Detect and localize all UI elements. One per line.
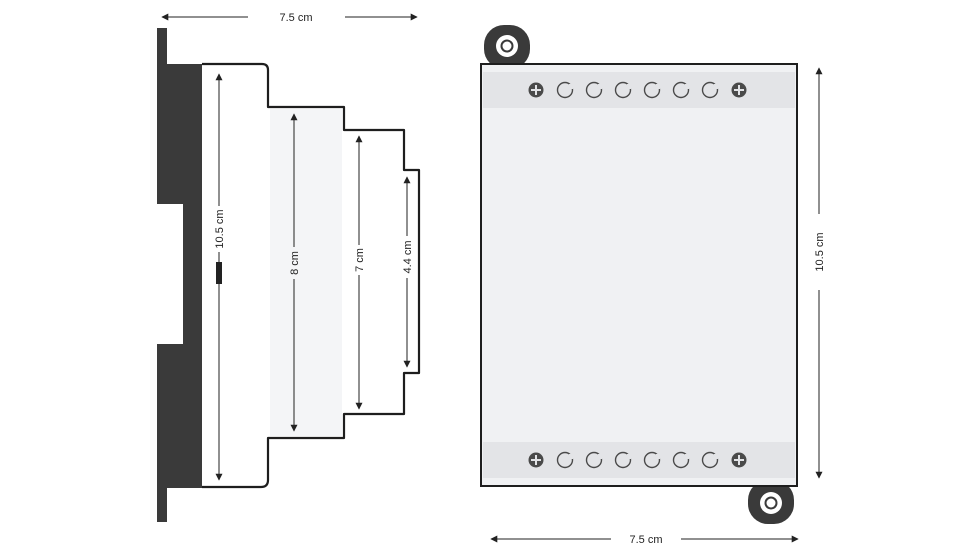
step-4.4cm-label: 4.4 cm	[402, 240, 414, 273]
terminal-screw-icon	[731, 452, 747, 468]
terminal-socket-icon	[643, 81, 661, 99]
terminal-screw-icon	[731, 82, 747, 98]
side-height-label: 10.5 cm	[214, 209, 226, 248]
terminal-socket-icon	[585, 81, 603, 99]
side-width-label: 7.5 cm	[279, 12, 312, 24]
mount-ear-top	[484, 25, 530, 69]
terminal-socket-icon	[672, 81, 690, 99]
terminal-row-bottom	[528, 451, 747, 469]
terminal-socket-icon	[643, 451, 661, 469]
terminal-screw-icon	[528, 452, 544, 468]
terminal-screw-icon	[528, 82, 544, 98]
terminal-row-top	[528, 81, 747, 99]
terminal-socket-icon	[556, 451, 574, 469]
front-panel	[480, 63, 798, 487]
front-height-label: 10.5 cm	[814, 232, 826, 271]
terminal-socket-icon	[556, 81, 574, 99]
din-mount-plate	[157, 28, 202, 522]
step-8cm-label: 8 cm	[289, 251, 301, 275]
step-7cm-label: 7 cm	[354, 248, 366, 272]
front-width-label: 7.5 cm	[629, 534, 662, 546]
din-rail-gap	[157, 204, 183, 344]
terminal-socket-icon	[701, 451, 719, 469]
housing-face-shade	[270, 109, 342, 436]
terminal-socket-icon	[701, 81, 719, 99]
terminal-socket-icon	[614, 451, 632, 469]
front-view: 10.5 cm 7.5 cm	[480, 25, 826, 546]
terminal-socket-icon	[672, 451, 690, 469]
terminal-socket-icon	[614, 81, 632, 99]
mount-ear-bottom	[748, 480, 794, 524]
side-view: 7.5 cm 10.5 cm 8 cm 7 cm 4.4 cm	[157, 12, 421, 522]
terminal-socket-icon	[585, 451, 603, 469]
